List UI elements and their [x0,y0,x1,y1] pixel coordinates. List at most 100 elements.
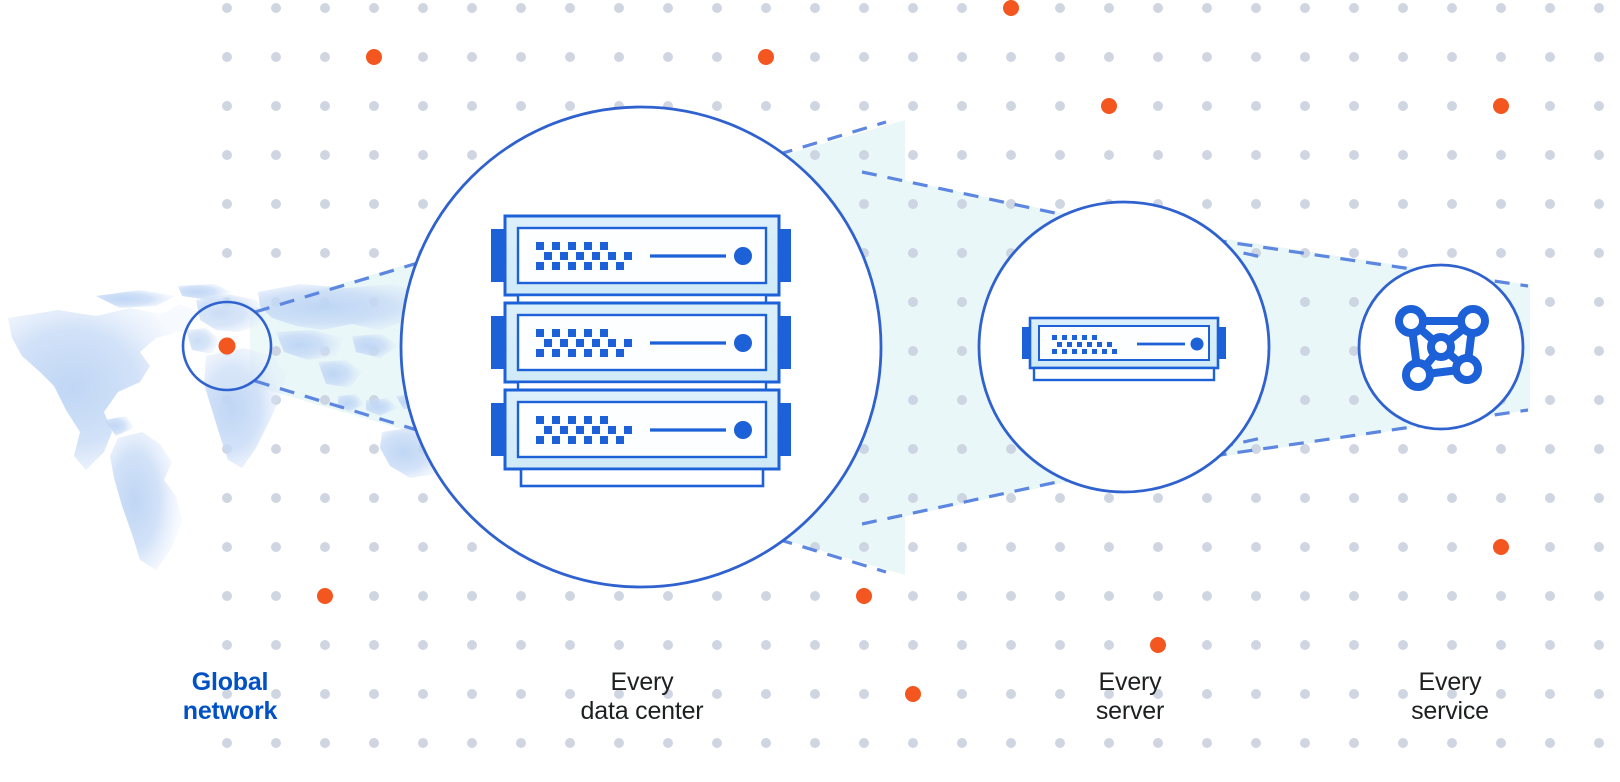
grid-dot-highlight [1150,637,1166,653]
grid-dot [222,493,232,503]
stage-label-every-server: Every server [1095,668,1165,725]
grid-dot [957,3,967,13]
grid-dot [663,591,673,601]
grid-dot [1055,640,1065,650]
grid-dot [369,542,379,552]
grid-dot [1594,395,1604,405]
grid-dot [957,395,967,405]
grid-dot [1153,52,1163,62]
grid-dot [1006,689,1016,699]
grid-dot [1594,52,1604,62]
grid-dot [418,52,428,62]
grid-dot [1055,52,1065,62]
grid-dot [957,346,967,356]
grid-dot [516,591,526,601]
grid-dot [1594,297,1604,307]
grid-dot [859,689,869,699]
stage-every-data-center[interactable] [399,105,883,589]
global-network-location-marker [218,337,236,355]
grid-dot [1153,689,1163,699]
grid-dot [1104,542,1114,552]
grid-dot [1594,640,1604,650]
stage-every-service[interactable] [1357,263,1525,431]
grid-dot [1251,150,1261,160]
grid-dot [908,738,918,748]
grid-dot [1545,395,1555,405]
grid-dot [1496,591,1506,601]
grid-dot [418,738,428,748]
grid-dot [1104,640,1114,650]
grid-dot [1300,591,1310,601]
service-mesh-nodes [1395,305,1489,391]
grid-dot [1055,738,1065,748]
grid-dot [908,150,918,160]
grid-dot [271,346,281,356]
grid-dot [1202,591,1212,601]
grid-dot [859,444,869,454]
grid-dot [467,150,477,160]
grid-dot [1202,150,1212,160]
grid-dot [1300,738,1310,748]
grid-dot [957,640,967,650]
grid-dot [1251,199,1261,209]
grid-dot [1300,199,1310,209]
grid-dot [957,689,967,699]
grid-dot [1251,689,1261,699]
grid-dot [761,640,771,650]
stage-global-network[interactable] [181,300,273,392]
grid-dot [1594,3,1604,13]
grid-dot [369,248,379,258]
stage-every-server[interactable] [977,200,1271,494]
grid-dot [1104,689,1114,699]
stage-label-every-data-center: Every data center [580,668,704,725]
grid-dot [1496,3,1506,13]
grid-dot [1104,3,1114,13]
grid-dot [761,738,771,748]
server-unit [1022,316,1226,382]
grid-dot [1594,101,1604,111]
server-base [1032,366,1216,382]
grid-dot [1545,150,1555,160]
grid-dot [614,52,624,62]
grid-dot [1055,101,1065,111]
grid-dot [320,444,330,454]
grid-dot [1496,738,1506,748]
grid-dot [516,101,526,111]
grid-dot [712,689,722,699]
grid-dot [663,640,673,650]
grid-dot [1349,738,1359,748]
grid-dot [908,542,918,552]
grid-dot [761,591,771,601]
grid-dot [418,101,428,111]
grid-dot [1006,640,1016,650]
grid-dot [1153,3,1163,13]
grid-dot [761,689,771,699]
grid-dot [859,199,869,209]
grid-dot [614,689,624,699]
grid-dot [1300,297,1310,307]
grid-dot [1006,199,1016,209]
grid-dot [1447,493,1457,503]
grid-dot [1202,689,1212,699]
grid-dot [908,101,918,111]
grid-dot [320,640,330,650]
grid-dot [712,101,722,111]
grid-dot [1251,591,1261,601]
grid-dot [1251,640,1261,650]
grid-dot [467,3,477,13]
grid-dot [957,150,967,160]
grid-dot [663,689,673,699]
grid-dot [1300,493,1310,503]
stage-label-every-service: Every service [1411,668,1489,725]
grid-dot [1006,444,1016,454]
grid-dot [810,689,820,699]
grid-dot [1153,101,1163,111]
grid-dot [222,591,232,601]
grid-dot [1398,150,1408,160]
grid-dot [1398,542,1408,552]
server-unit [491,301,791,384]
grid-dot [1447,52,1457,62]
grid-dot [957,738,967,748]
